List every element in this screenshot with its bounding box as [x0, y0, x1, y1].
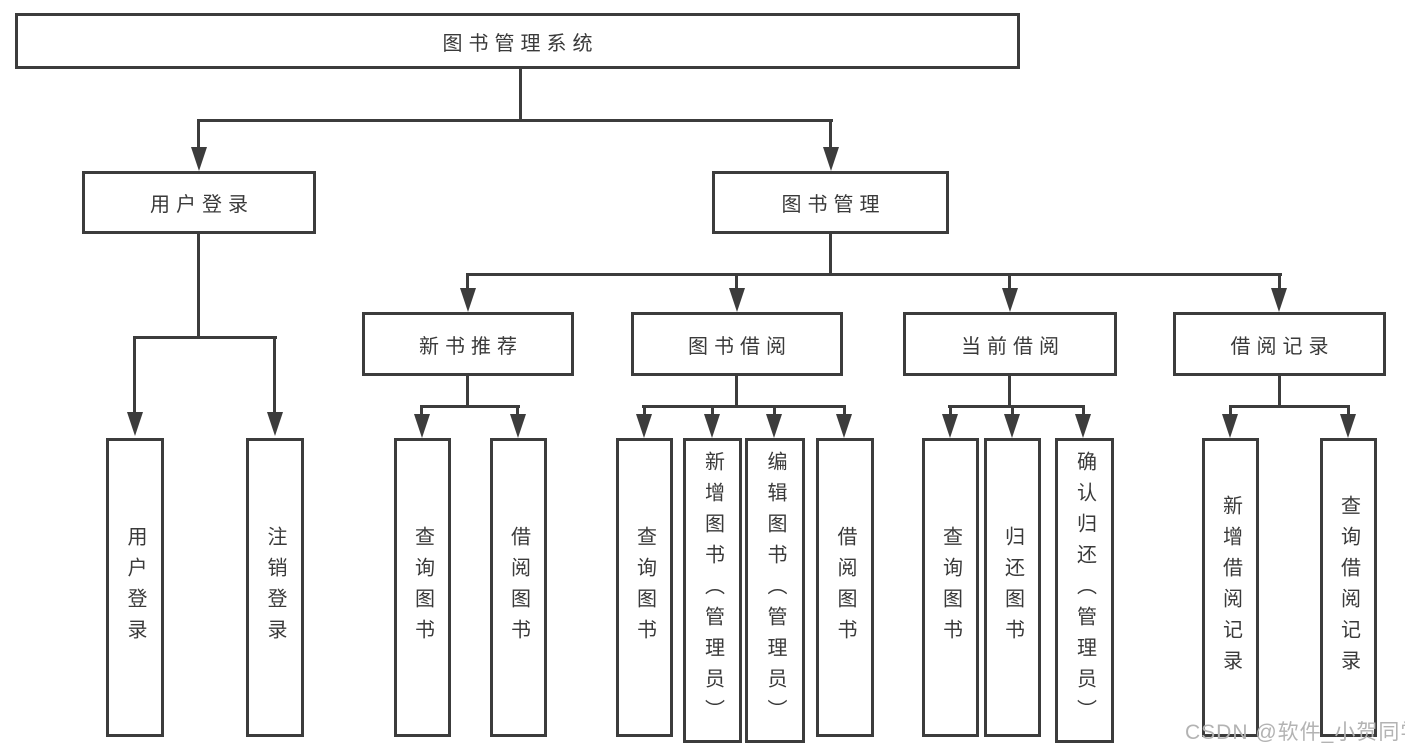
arrowhead-down-icon	[823, 147, 839, 171]
node-new-book-recommend: 新书推荐	[362, 312, 574, 376]
node-user-login: 用户登录	[82, 171, 316, 234]
connector-line	[133, 336, 136, 416]
arrowhead-down-icon	[460, 288, 476, 312]
leaf-return-book: 归还图书	[984, 438, 1041, 737]
leaf-borrow-book: 借阅图书	[816, 438, 874, 737]
connector-line	[516, 405, 519, 418]
arrowhead-down-icon	[704, 414, 720, 438]
connector-line	[197, 233, 200, 338]
connector-line	[829, 119, 832, 150]
connector-line	[420, 405, 423, 418]
connector-line	[735, 273, 738, 293]
leaf-query-book: 查询图书	[922, 438, 979, 737]
connector-line	[948, 405, 1085, 408]
connector-line	[519, 68, 522, 121]
node-book-management: 图书管理	[712, 171, 949, 234]
arrowhead-down-icon	[1004, 414, 1020, 438]
connector-line	[711, 405, 714, 418]
arrowhead-down-icon	[729, 288, 745, 312]
leaf-confirm-return-admin: 确认归还（管理员）	[1055, 438, 1114, 743]
connector-line	[466, 273, 469, 293]
arrowhead-down-icon	[1222, 414, 1238, 438]
leaf-logout: 注销登录	[246, 438, 304, 737]
arrowhead-down-icon	[1075, 414, 1091, 438]
leaf-query-book: 查询图书	[616, 438, 673, 737]
arrowhead-down-icon	[942, 414, 958, 438]
arrowhead-down-icon	[636, 414, 652, 438]
leaf-query-borrow-record: 查询借阅记录	[1320, 438, 1377, 737]
arrowhead-down-icon	[1340, 414, 1356, 438]
connector-line	[1229, 405, 1232, 418]
node-current-borrow: 当前借阅	[903, 312, 1117, 376]
arrowhead-down-icon	[267, 412, 283, 436]
connector-line	[735, 375, 738, 408]
connector-line	[949, 405, 952, 418]
arrowhead-down-icon	[191, 147, 207, 171]
connector-line	[773, 405, 776, 418]
arrowhead-down-icon	[510, 414, 526, 438]
connector-line	[420, 405, 520, 408]
connector-line	[843, 405, 846, 418]
connector-line	[643, 405, 646, 418]
leaf-add-borrow-record: 新增借阅记录	[1202, 438, 1259, 737]
leaf-user-login: 用户登录	[106, 438, 164, 737]
connector-line	[1347, 405, 1350, 418]
connector-line	[466, 273, 1282, 276]
connector-line	[197, 119, 200, 150]
connector-line	[1278, 273, 1281, 293]
connector-line	[1008, 375, 1011, 408]
leaf-borrow-book: 借阅图书	[490, 438, 547, 737]
connector-line	[1229, 405, 1350, 408]
connector-line	[829, 233, 832, 275]
arrowhead-down-icon	[414, 414, 430, 438]
connector-line	[466, 375, 469, 408]
arrowhead-down-icon	[127, 412, 143, 436]
leaf-add-book-admin: 新增图书（管理员）	[683, 438, 742, 743]
watermark-text: CSDN @软件_小贺同学	[1185, 721, 1405, 744]
connector-line	[1011, 405, 1014, 418]
node-borrow-records: 借阅记录	[1173, 312, 1386, 376]
connector-line	[1082, 405, 1085, 418]
node-root-system: 图书管理系统	[15, 13, 1020, 69]
connector-line	[1008, 273, 1011, 293]
connector-line	[642, 405, 846, 408]
arrowhead-down-icon	[836, 414, 852, 438]
connector-line	[273, 336, 276, 416]
leaf-edit-book-admin: 编辑图书（管理员）	[745, 438, 805, 743]
arrowhead-down-icon	[1002, 288, 1018, 312]
arrowhead-down-icon	[1271, 288, 1287, 312]
arrowhead-down-icon	[766, 414, 782, 438]
connector-line	[197, 119, 833, 122]
node-book-borrow: 图书借阅	[631, 312, 843, 376]
connector-line	[1278, 375, 1281, 408]
connector-line	[133, 336, 277, 339]
leaf-query-book: 查询图书	[394, 438, 451, 737]
